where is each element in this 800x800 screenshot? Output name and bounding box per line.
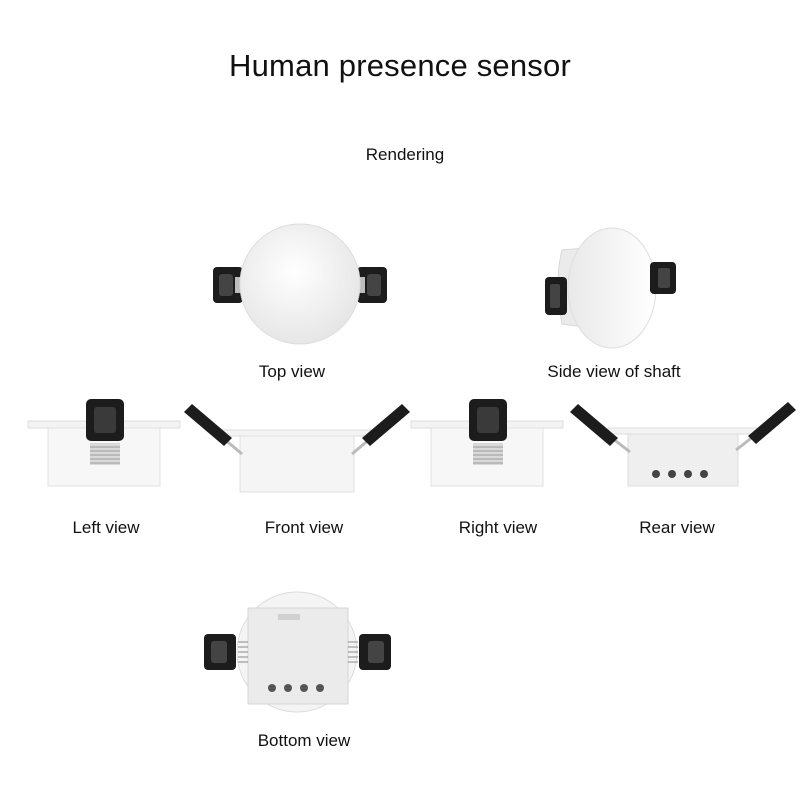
bottom-view-image: [200, 590, 395, 715]
side-view-caption: Side view of shaft: [547, 362, 681, 381]
rear-view-caption: Rear view: [639, 518, 715, 537]
top-view-image: [205, 222, 395, 345]
front-view-image: [182, 402, 412, 497]
front-view-caption: Front view: [264, 518, 344, 537]
section-subtitle: Rendering: [365, 145, 445, 164]
bottom-view-caption: Bottom view: [257, 731, 351, 750]
top-view-caption: Top view: [258, 362, 326, 381]
right-view-caption: Right view: [458, 518, 538, 537]
left-view-image: [27, 395, 183, 490]
rear-view-image: [568, 402, 798, 497]
side-view-image: [540, 222, 690, 349]
right-view-image: [410, 395, 566, 490]
page-title: Human presence sensor: [229, 48, 571, 83]
left-view-caption: Left view: [72, 518, 140, 537]
